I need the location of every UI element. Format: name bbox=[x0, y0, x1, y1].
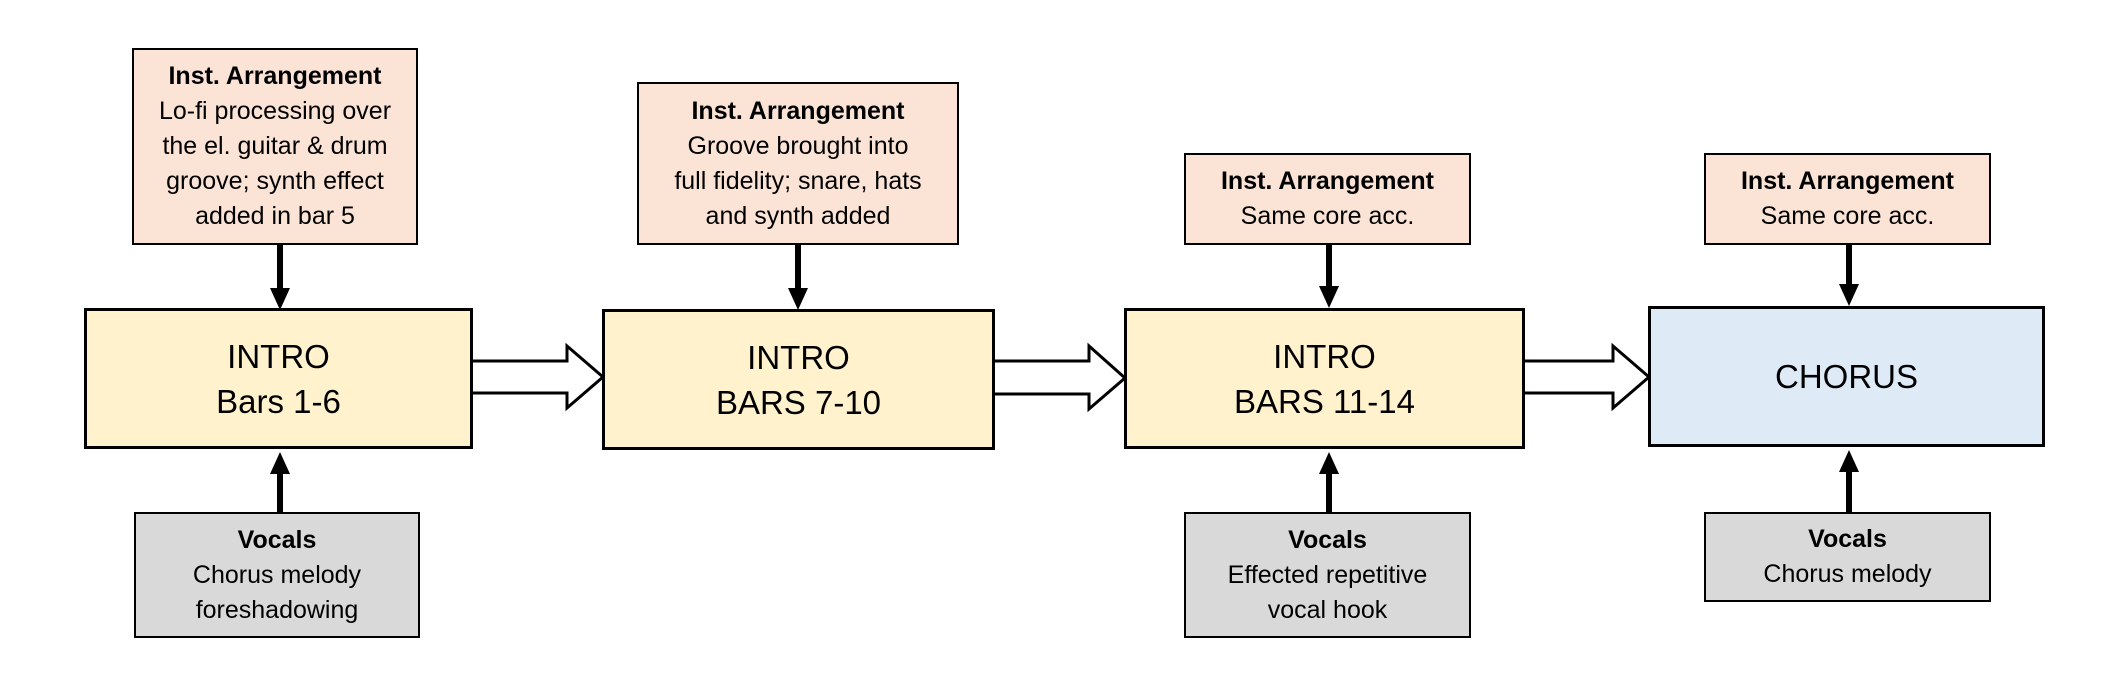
inst-arrow-1 bbox=[270, 244, 290, 310]
inst-note-line: full fidelity; snare, hats bbox=[674, 166, 922, 195]
vocal-note-4: Vocals Chorus melody bbox=[1704, 512, 1991, 602]
section-intro-bars-11-14: INTRO BARS 11-14 bbox=[1124, 308, 1525, 449]
vocal-note-line: Chorus melody bbox=[1763, 560, 1932, 588]
vocal-note-line: Chorus melody bbox=[192, 560, 362, 589]
section-intro-bars-7-10: INTRO BARS 7-10 bbox=[602, 309, 995, 450]
vocal-arrow-1 bbox=[270, 452, 290, 512]
flow-arrow-1 bbox=[469, 342, 606, 412]
section-title: CHORUS bbox=[1774, 358, 1918, 395]
vocal-note-1: Vocals Chorus melody foreshadowing bbox=[134, 512, 420, 638]
inst-note-heading: Inst. Arrangement bbox=[1740, 167, 1954, 195]
vocal-note-line: vocal hook bbox=[1267, 595, 1388, 624]
vocal-note-3: Vocals Effected repetitive vocal hook bbox=[1184, 512, 1471, 638]
inst-note-heading: Inst. Arrangement bbox=[168, 62, 382, 90]
section-title: INTRO bbox=[1273, 337, 1376, 375]
inst-note-line: and synth added bbox=[705, 201, 891, 230]
inst-note-heading: Inst. Arrangement bbox=[1220, 167, 1434, 195]
inst-note-line: Same core acc. bbox=[1760, 202, 1935, 230]
inst-note-2: Inst. Arrangement Groove brought into fu… bbox=[637, 82, 959, 245]
inst-note-line: Same core acc. bbox=[1240, 202, 1415, 230]
section-intro-bars-1-6: INTRO Bars 1-6 bbox=[84, 308, 473, 449]
inst-arrow-4 bbox=[1839, 244, 1859, 306]
inst-arrow-3 bbox=[1319, 244, 1339, 308]
inst-note-line: the el. guitar & drum bbox=[162, 132, 388, 160]
inst-note-heading: Inst. Arrangement bbox=[691, 96, 905, 125]
inst-note-3: Inst. Arrangement Same core acc. bbox=[1184, 153, 1471, 245]
vocal-note-heading: Vocals bbox=[1808, 525, 1887, 553]
vocal-note-heading: Vocals bbox=[1288, 525, 1367, 554]
vocal-arrow-3 bbox=[1319, 452, 1339, 512]
inst-note-line: groove; synth effect bbox=[166, 167, 384, 195]
section-bars: BARS 11-14 bbox=[1234, 382, 1415, 420]
inst-arrow-2 bbox=[788, 244, 808, 310]
section-title: INTRO bbox=[747, 338, 850, 376]
inst-note-line: Groove brought into bbox=[687, 131, 909, 160]
section-chorus: CHORUS bbox=[1648, 306, 2045, 447]
section-bars: Bars 1-6 bbox=[216, 382, 341, 420]
vocal-arrow-4 bbox=[1839, 450, 1859, 512]
vocal-note-line: foreshadowing bbox=[195, 595, 359, 624]
inst-note-4: Inst. Arrangement Same core acc. bbox=[1704, 153, 1991, 245]
section-bars: BARS 7-10 bbox=[715, 383, 882, 421]
inst-note-line: added in bar 5 bbox=[195, 202, 355, 230]
inst-note-line: Lo-fi processing over bbox=[158, 97, 392, 125]
flow-arrow-2 bbox=[991, 342, 1128, 413]
section-title: INTRO bbox=[227, 337, 330, 375]
vocal-note-heading: Vocals bbox=[237, 525, 317, 554]
vocal-note-line: Effected repetitive bbox=[1227, 560, 1428, 589]
flow-arrow-3 bbox=[1521, 342, 1652, 412]
inst-note-1: Inst. Arrangement Lo-fi processing over … bbox=[132, 48, 418, 245]
